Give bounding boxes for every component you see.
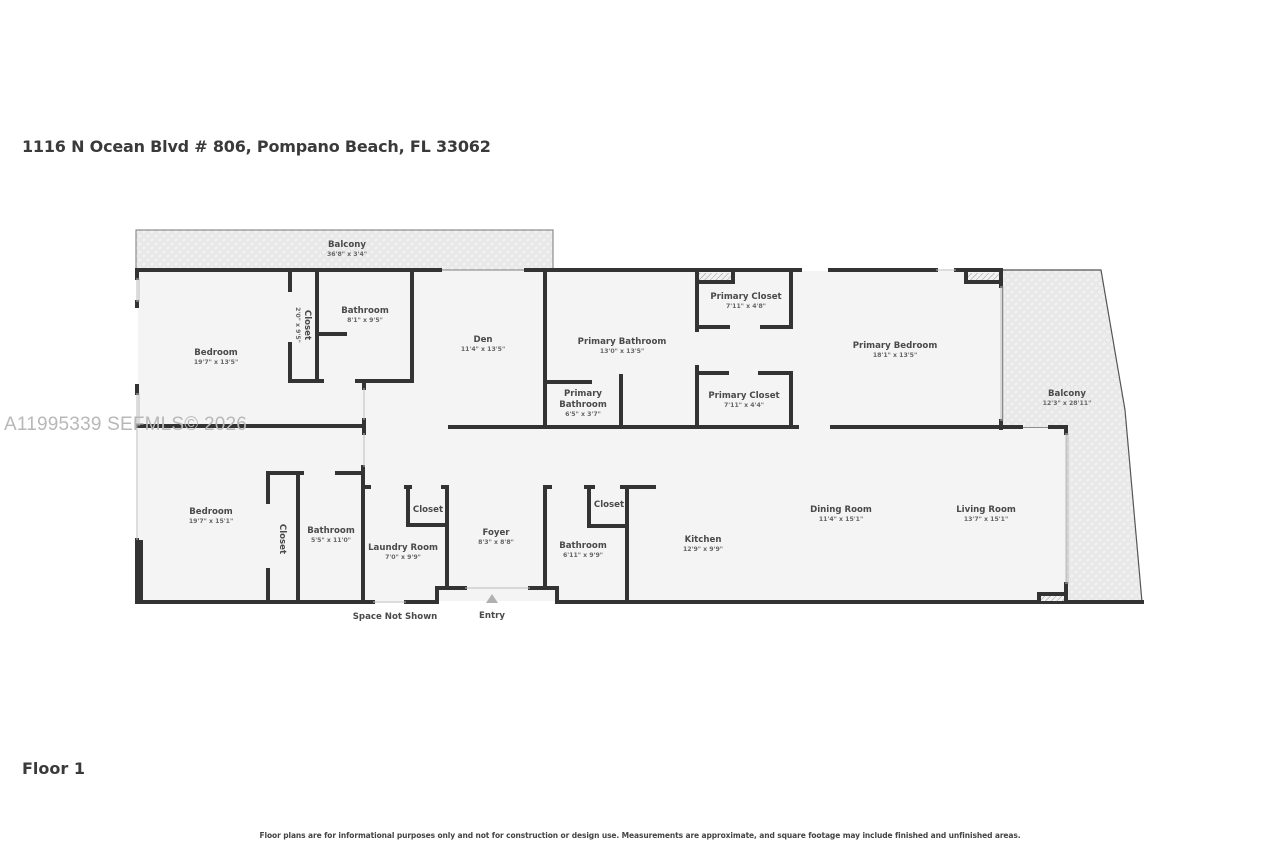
closet-1-name: Closet — [302, 310, 312, 340]
bathroom-3-closet-name: Closet — [594, 500, 624, 510]
primary-bedroom-name: Primary Bedroom — [853, 341, 938, 351]
disclaimer-text: Floor plans are for informational purpos… — [259, 831, 1021, 840]
kitchen-dims: 12'9" x 9'9" — [683, 546, 723, 553]
primary-bathroom-small-dims: 6'5" x 3'7" — [565, 411, 601, 418]
balcony-side-dims: 12'3" x 28'11" — [1043, 400, 1092, 407]
entry-label: Entry — [479, 611, 505, 621]
foyer-dims: 8'3" x 8'8" — [478, 539, 514, 546]
dining-room-dims: 11'4" x 15'1" — [819, 516, 863, 523]
laundry-closet-name: Closet — [413, 505, 443, 515]
bedroom-1-dims: 19'7" x 13'5" — [194, 359, 238, 366]
balcony-top-dims: 36'8" x 3'4" — [327, 251, 367, 258]
bathroom-3-dims: 6'11" x 9'9" — [563, 552, 603, 559]
room-labels: Balcony 36'8" x 3'4" Bedroom 19'7" x 13'… — [189, 240, 1092, 622]
space-not-shown-label: Space Not Shown — [353, 612, 438, 622]
fixtures — [699, 273, 1064, 601]
bathroom-2-name: Bathroom — [307, 526, 355, 536]
bathroom-3-name: Bathroom — [559, 541, 607, 551]
interior-floor — [138, 271, 1066, 601]
bathroom-1-dims: 8'1" x 9'5" — [347, 317, 383, 324]
primary-bathroom-small-name-1: Primary — [564, 389, 602, 399]
property-address: 1116 N Ocean Blvd # 806, Pompano Beach, … — [22, 137, 491, 156]
primary-closet-2-dims: 7'11" x 4'4" — [724, 402, 764, 409]
den-dims: 11'4" x 13'5" — [461, 346, 505, 353]
bathroom-1-name: Bathroom — [341, 306, 389, 316]
primary-bathroom-dims: 13'0" x 13'5" — [600, 348, 644, 355]
foyer-name: Foyer — [482, 528, 510, 538]
dining-room-name: Dining Room — [810, 505, 872, 515]
entry-arrow-icon — [486, 594, 498, 603]
balcony-top — [135, 229, 554, 271]
primary-closet-1-name: Primary Closet — [710, 292, 781, 302]
living-room-dims: 13'7" x 15'1" — [964, 516, 1008, 523]
closet-1-dims: 2'0" x 9'5" — [294, 307, 301, 343]
windows — [136, 269, 1069, 603]
primary-closet-1-dims: 7'11" x 4'8" — [726, 303, 766, 310]
bedroom-2-name: Bedroom — [189, 507, 233, 517]
floor-label: Floor 1 — [22, 759, 85, 778]
mls-watermark: A11995339 SEFMLS© 2026 — [4, 414, 248, 435]
primary-bathroom-name: Primary Bathroom — [578, 337, 667, 347]
walls — [135, 268, 1144, 604]
primary-bathroom-small-name-2: Bathroom — [559, 400, 607, 410]
closet-2-name: Closet — [277, 524, 287, 554]
laundry-room-name: Laundry Room — [368, 543, 438, 553]
balcony-side-name: Balcony — [1048, 389, 1086, 399]
laundry-room-dims: 7'0" x 9'9" — [385, 554, 421, 561]
bedroom-2-dims: 19'7" x 15'1" — [189, 518, 233, 525]
bathroom-2-dims: 5'5" x 11'0" — [311, 537, 351, 544]
living-room-name: Living Room — [956, 505, 1016, 515]
den-name: Den — [473, 335, 492, 345]
primary-closet-2-name: Primary Closet — [708, 391, 779, 401]
balcony-top-name: Balcony — [328, 240, 366, 250]
kitchen-name: Kitchen — [685, 535, 722, 545]
bedroom-1-name: Bedroom — [194, 348, 238, 358]
primary-bedroom-dims: 18'1" x 13'5" — [873, 352, 917, 359]
